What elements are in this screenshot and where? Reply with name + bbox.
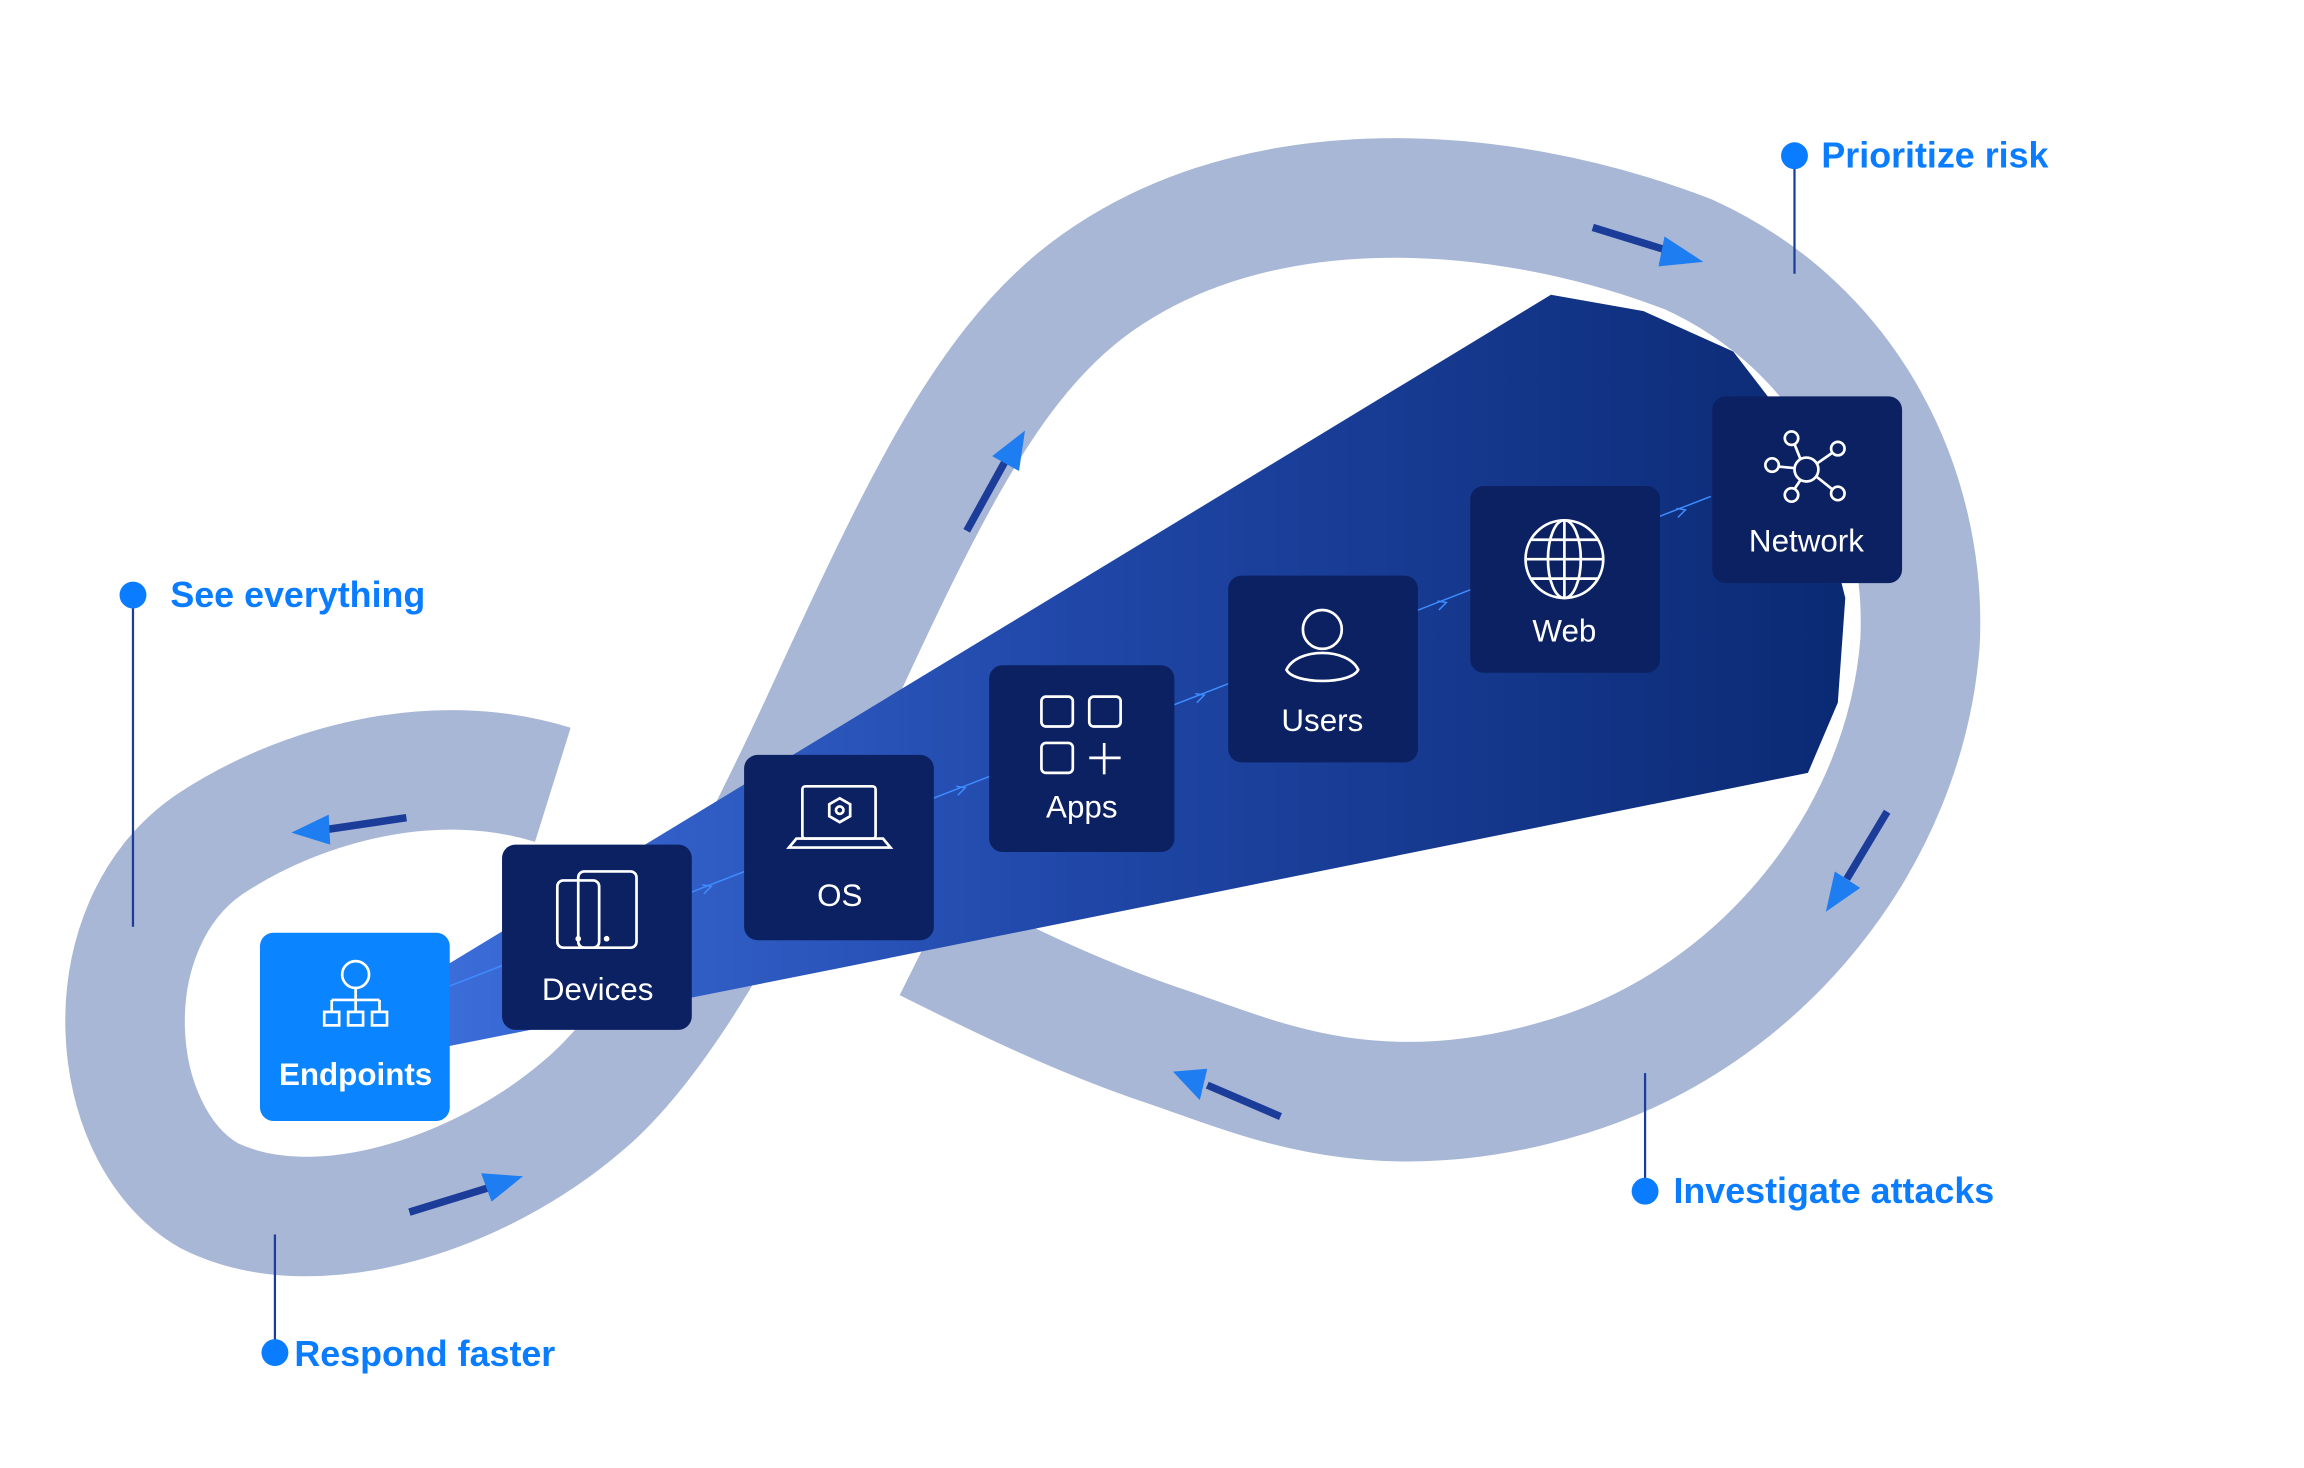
node-users: Users: [1228, 575, 1418, 763]
user-icon: [1284, 608, 1360, 683]
arrow-down-icon: [1825, 809, 1891, 912]
prioritize-risk-label: Prioritize risk: [1821, 136, 2048, 176]
node-label: Web: [1532, 613, 1596, 648]
arrow-up-icon: [963, 430, 1025, 533]
node-label: Endpoints: [279, 1057, 432, 1092]
infinity-loop: [65, 138, 1981, 1277]
callout-dots: [119, 142, 1808, 1367]
arrow-up-right-icon: [1591, 223, 1704, 267]
node-label: Users: [1281, 703, 1363, 738]
node-network: Network: [1712, 396, 1903, 584]
node-apps: Apps: [989, 665, 1175, 853]
node-label: Apps: [1046, 790, 1117, 825]
investigate-attacks-label: Investigate attacks: [1673, 1171, 1994, 1211]
hierarchy-icon: [322, 959, 389, 1027]
arrow-left-icon: [291, 813, 407, 845]
node-label: Devices: [542, 972, 654, 1007]
node-web: Web: [1470, 485, 1661, 673]
loop-direction-arrows: [291, 223, 1891, 1216]
node-devices: Devices: [502, 844, 692, 1030]
respond-faster-dot: [261, 1339, 289, 1367]
arrow-up-left-icon: [1172, 1068, 1282, 1120]
network-icon: [1764, 430, 1846, 504]
apps-grid-icon: [1040, 695, 1122, 775]
node-label: Network: [1749, 524, 1864, 559]
node-endpoints: Endpoints: [259, 932, 450, 1121]
callout-lines: [131, 155, 1796, 1353]
devices-icon: [555, 870, 638, 950]
node-os: OS: [744, 754, 934, 941]
investigate-attacks-dot: [1631, 1177, 1659, 1205]
respond-faster-label: Respond faster: [294, 1334, 555, 1374]
see-everything-dot: [119, 581, 147, 609]
prioritize-risk-dot: [1781, 142, 1808, 170]
arrow-right-icon: [408, 1173, 523, 1216]
laptop-icon: [786, 784, 894, 849]
globe-icon: [1524, 518, 1605, 600]
node-label: OS: [817, 878, 862, 913]
see-everything-label: See everything: [170, 575, 425, 615]
